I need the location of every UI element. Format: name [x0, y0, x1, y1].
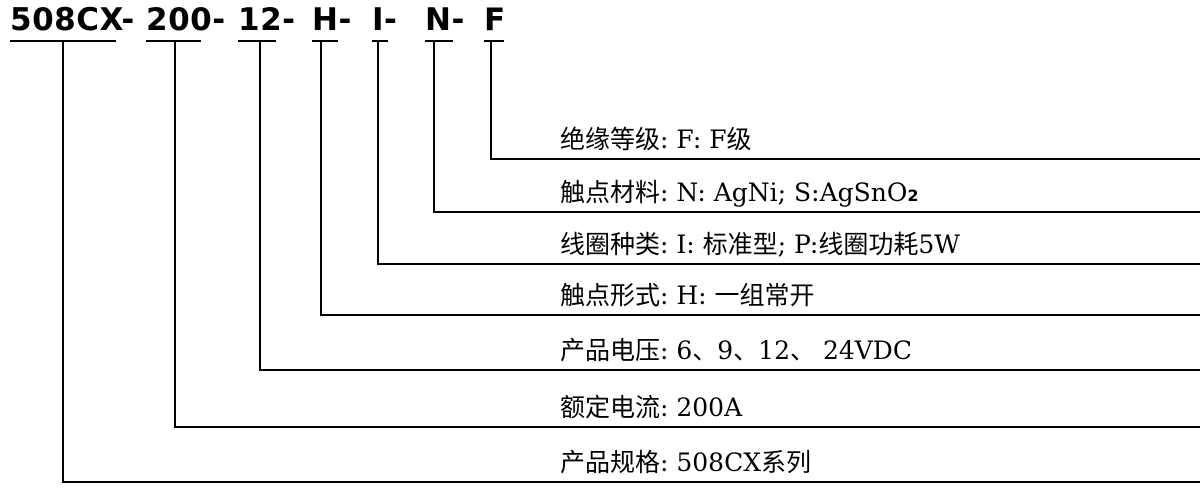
label-contact-material: 触点材料: N: AgNi; S:AgSnO2 — [560, 177, 919, 212]
leader-vertical-series — [62, 42, 64, 482]
code-segment-material: N- — [425, 2, 465, 38]
code-segment-contact-form: H- — [312, 2, 352, 38]
label-coil-type: 线圈种类: I: 标准型; P:线圈功耗5W — [560, 230, 960, 259]
label-product-voltage: 产品电压: 6、9、12、 24VDC — [560, 336, 912, 365]
code-segment-voltage: 12- — [238, 2, 296, 38]
leader-vertical-coil — [377, 42, 379, 264]
label-contact-form: 触点形式: H: 一组常开 — [560, 281, 815, 310]
leader-vertical-voltage — [259, 42, 261, 370]
leader-horizontal-current — [174, 426, 1200, 428]
leader-vertical-insulation — [490, 42, 492, 159]
code-underline-contact-form — [312, 40, 338, 42]
code-segment-coil: I- — [372, 2, 398, 38]
code-underline-insulation — [484, 40, 504, 42]
label-insulation-class: 绝缘等级: F: F级 — [560, 125, 752, 154]
leader-vertical-material — [433, 42, 435, 212]
code-underline-series — [10, 40, 116, 42]
leader-vertical-current — [174, 42, 176, 427]
code-segment-insulation: F — [484, 2, 506, 38]
code-underline-coil — [372, 40, 388, 42]
leader-horizontal-coil — [377, 263, 1200, 265]
code-segment-current: 200- — [146, 2, 226, 38]
leader-horizontal-voltage — [259, 369, 1200, 371]
leader-horizontal-material — [433, 211, 1200, 213]
leader-horizontal-series — [62, 481, 1200, 483]
leader-horizontal-insulation — [490, 158, 1200, 160]
code-underline-material — [425, 40, 453, 42]
label-contact-material-subscript: 2 — [907, 186, 919, 205]
leader-horizontal-contact-form — [320, 314, 1200, 316]
label-product-series: 产品规格: 508CX系列 — [560, 448, 812, 477]
label-rated-current: 额定电流: 200A — [560, 393, 743, 422]
code-underline-current — [146, 40, 201, 42]
code-underline-voltage — [238, 40, 276, 42]
label-contact-material-text: 触点材料: N: AgNi; S:AgSnO — [560, 178, 908, 207]
code-segment-series: 508CX- — [10, 2, 135, 38]
leader-vertical-contact-form — [320, 42, 322, 315]
